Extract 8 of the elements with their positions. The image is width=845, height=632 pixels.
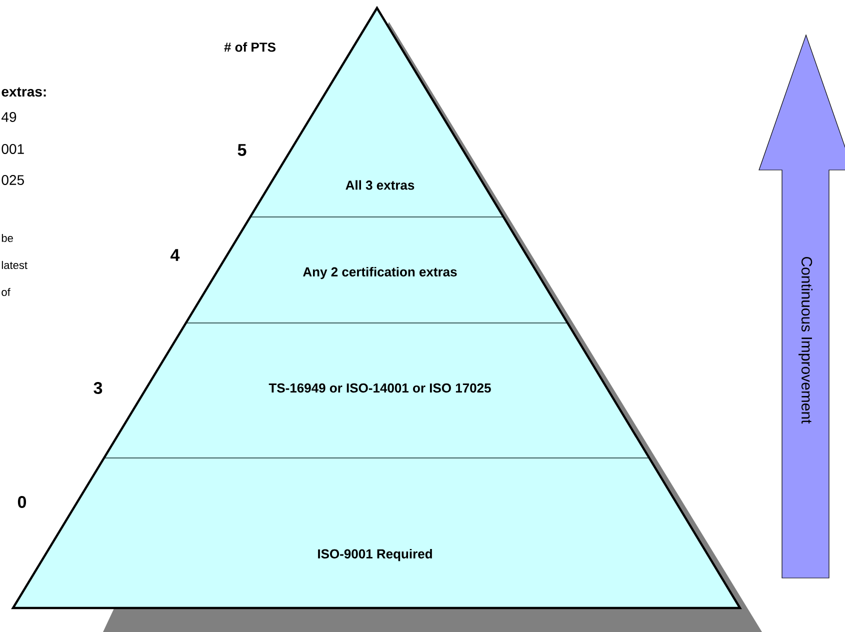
list-item: 025 xyxy=(2,175,24,185)
note-text: of xyxy=(2,288,10,296)
points-number: 0 xyxy=(18,496,26,508)
note-text: be xyxy=(2,234,13,242)
list-heading: extras: xyxy=(2,87,46,97)
list-item: 001 xyxy=(2,144,24,154)
note-text: latest xyxy=(2,260,28,270)
list-item: 49 xyxy=(2,112,16,122)
